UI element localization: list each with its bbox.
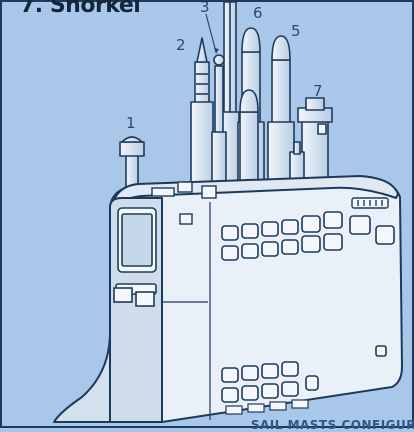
- callout-7: 7: [313, 82, 323, 100]
- footer-caption: SAIL MASTS CONFIGUR: [250, 418, 414, 432]
- heading: 7. Snorkel: [20, 0, 141, 18]
- side-window-grid: [221, 211, 395, 403]
- callout-6: 6: [253, 4, 263, 22]
- callout-3: 3: [200, 2, 210, 16]
- mast-2-antenna: [190, 37, 214, 183]
- callout-5: 5: [291, 22, 301, 40]
- mast-7-snorkel: [297, 97, 333, 181]
- mast-short-front: [239, 89, 259, 193]
- bottom-louvres: [225, 399, 309, 415]
- callout-1: 1: [126, 114, 136, 132]
- callout-2: 2: [176, 36, 186, 54]
